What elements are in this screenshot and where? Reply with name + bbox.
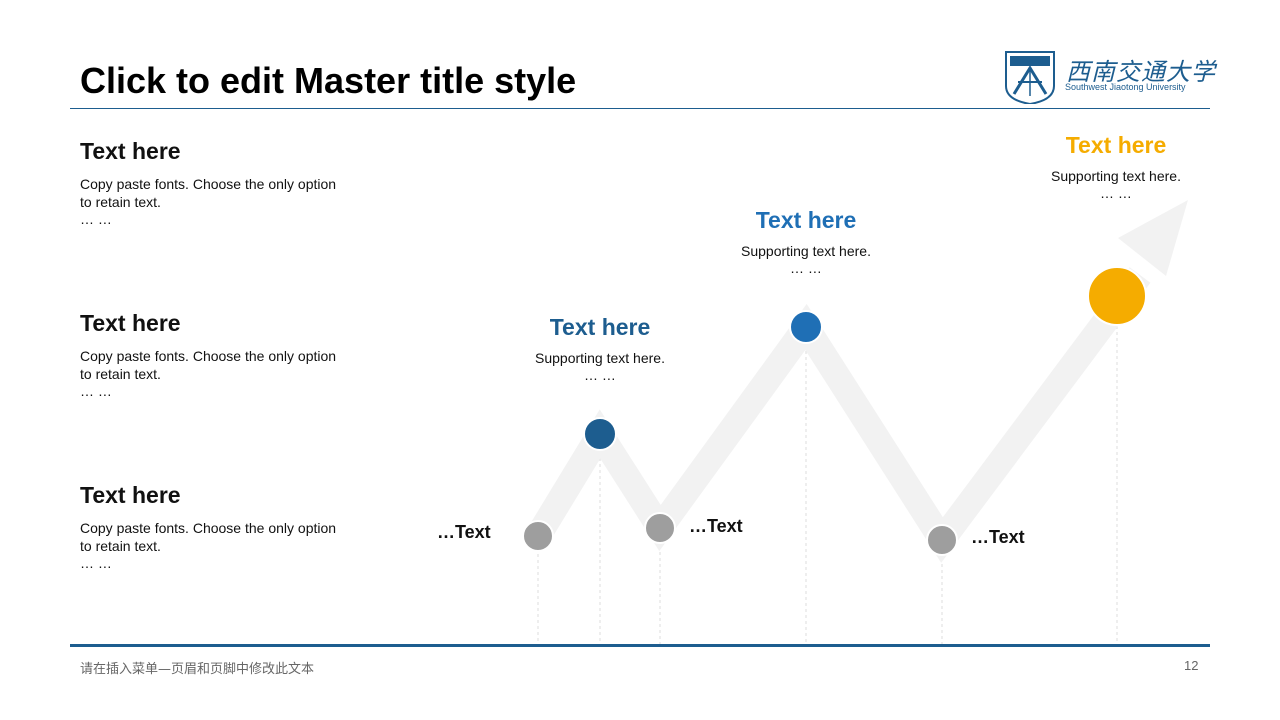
node-gray-1[interactable] [522, 520, 554, 552]
callout-2[interactable]: Text here Supporting text here. … … [706, 207, 906, 276]
logo-name-cn: 西南交通大学 [1066, 58, 1216, 86]
left-item-3[interactable]: Text here Copy paste fonts. Choose the o… [80, 482, 340, 571]
guide-lines [537, 296, 1118, 644]
node-dark-blue[interactable] [583, 417, 617, 451]
callout-heading: Text here [549, 314, 651, 340]
left-item-2[interactable]: Text here Copy paste fonts. Choose the o… [80, 310, 340, 399]
left-item-ellipsis: … … [80, 383, 112, 399]
node-gray-3[interactable] [926, 524, 958, 556]
callout-heading: Text here [755, 207, 857, 233]
callout-ellipsis: … … [790, 260, 822, 276]
left-item-body: Copy paste fonts. Choose the only option… [80, 348, 337, 382]
footer-divider [70, 644, 1210, 647]
callout-support: Supporting text here. [741, 243, 871, 259]
arrow-head-icon [1118, 200, 1188, 276]
left-item-body: Copy paste fonts. Choose the only option… [80, 520, 337, 554]
point-label-2[interactable]: …Text [689, 516, 743, 536]
logo-name-en: Southwest Jiaotong University [1065, 82, 1186, 92]
left-item-heading: Text here [80, 310, 181, 336]
footer-text[interactable]: 请在插入菜单—页眉和页脚中修改此文本 [80, 662, 315, 677]
left-item-body: Copy paste fonts. Choose the only option… [80, 176, 337, 210]
callout-support: Supporting text here. [535, 350, 665, 366]
node-gray-2[interactable] [644, 512, 676, 544]
node-gold[interactable] [1087, 266, 1147, 326]
left-item-heading: Text here [80, 138, 181, 164]
left-item-ellipsis: … … [80, 211, 112, 227]
callout-ellipsis: … … [584, 367, 616, 383]
title-divider [70, 108, 1210, 109]
point-label-3[interactable]: …Text [971, 527, 1025, 547]
callout-heading: Text here [1065, 132, 1167, 158]
callout-3[interactable]: Text here Supporting text here. … … [1016, 132, 1216, 201]
university-crest-icon [1005, 51, 1055, 104]
node-blue[interactable] [789, 310, 823, 344]
callout-1[interactable]: Text here Supporting text here. … … [500, 314, 700, 383]
left-item-ellipsis: … … [80, 555, 112, 571]
zigzag-path [526, 267, 1151, 563]
callout-ellipsis: … … [1100, 185, 1132, 201]
point-label-1[interactable]: …Text [437, 522, 491, 542]
callout-support: Supporting text here. [1051, 168, 1181, 184]
left-item-heading: Text here [80, 482, 181, 508]
slide-title[interactable]: Click to edit Master title style [80, 60, 577, 101]
page-number: 12 [1184, 658, 1199, 673]
left-item-1[interactable]: Text here Copy paste fonts. Choose the o… [80, 138, 340, 227]
